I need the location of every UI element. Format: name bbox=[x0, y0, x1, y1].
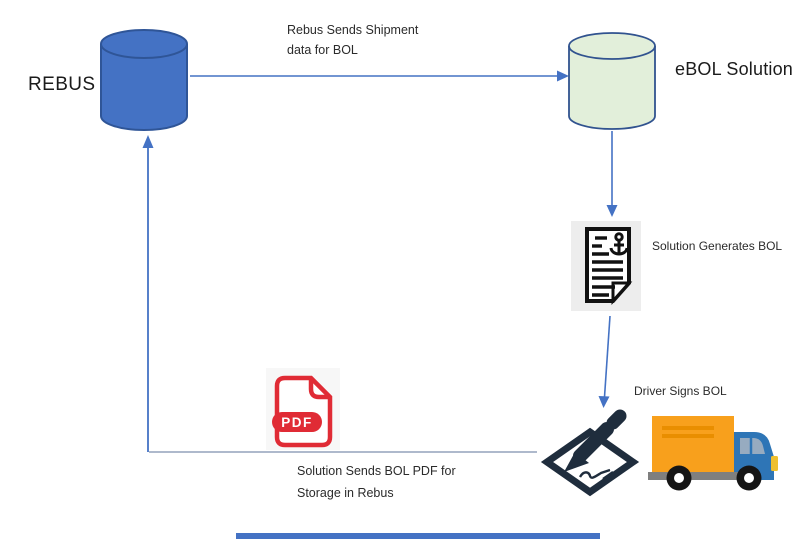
truck-chassis bbox=[648, 472, 742, 480]
caption-shipment-data: Rebus Sends Shipment data for BOL bbox=[287, 20, 418, 60]
ebol-database-icon bbox=[568, 32, 656, 130]
caption-shipment-line1: Rebus Sends Shipment bbox=[287, 23, 419, 37]
truck-window bbox=[740, 438, 765, 454]
delivery-truck-icon bbox=[648, 416, 778, 491]
truck-box-stripes bbox=[662, 426, 714, 438]
pdf-badge bbox=[272, 412, 322, 432]
pdf-badge-text: PDF bbox=[281, 415, 313, 430]
caption-storage-line1: Solution Sends BOL PDF for bbox=[297, 464, 456, 478]
bol-document-glyph bbox=[585, 227, 633, 305]
caption-storage-line2: Storage in Rebus bbox=[297, 486, 394, 500]
arrowhead-ebol-to-document bbox=[606, 205, 618, 217]
truck-front-wheel bbox=[736, 465, 762, 491]
caption-storage-rebus: Solution Sends BOL PDF for Storage in Re… bbox=[297, 460, 456, 504]
ebol-node-label: eBOL Solution bbox=[675, 59, 794, 79]
signature-paper-diamond bbox=[540, 427, 640, 497]
caption-driver-signs: Driver Signs BOL bbox=[634, 384, 727, 398]
signature-pen-icon bbox=[540, 409, 640, 497]
pen-glyph bbox=[564, 409, 627, 472]
arrowhead-return-to-rebus bbox=[142, 135, 154, 148]
pdf-folded-corner bbox=[308, 378, 330, 400]
rebus-database-icon bbox=[100, 29, 188, 131]
truck-bumper bbox=[771, 456, 778, 471]
ebol-cylinder-top bbox=[568, 32, 656, 60]
truck-rear-wheel bbox=[666, 465, 692, 491]
pdf-file-glyph: PDF bbox=[272, 375, 333, 448]
pdf-page-outline bbox=[274, 375, 333, 448]
anchor-glyph bbox=[609, 232, 629, 256]
rebus-cylinder-top bbox=[100, 29, 188, 59]
arrow-document-to-signature bbox=[603, 315, 611, 398]
rebus-node-label: REBUS bbox=[28, 74, 96, 95]
signature-scribble bbox=[578, 468, 614, 480]
caption-shipment-line2: data for BOL bbox=[287, 43, 358, 57]
caption-generates-bol: Solution Generates BOL bbox=[652, 239, 783, 253]
ebol-cylinder-body bbox=[568, 46, 656, 130]
truck-cargo-box bbox=[652, 416, 734, 472]
bottom-accent-bar bbox=[236, 533, 600, 539]
rebus-cylinder-body bbox=[100, 44, 188, 131]
bol-document-icon bbox=[571, 221, 641, 311]
pdf-file-icon: PDF bbox=[266, 368, 340, 450]
